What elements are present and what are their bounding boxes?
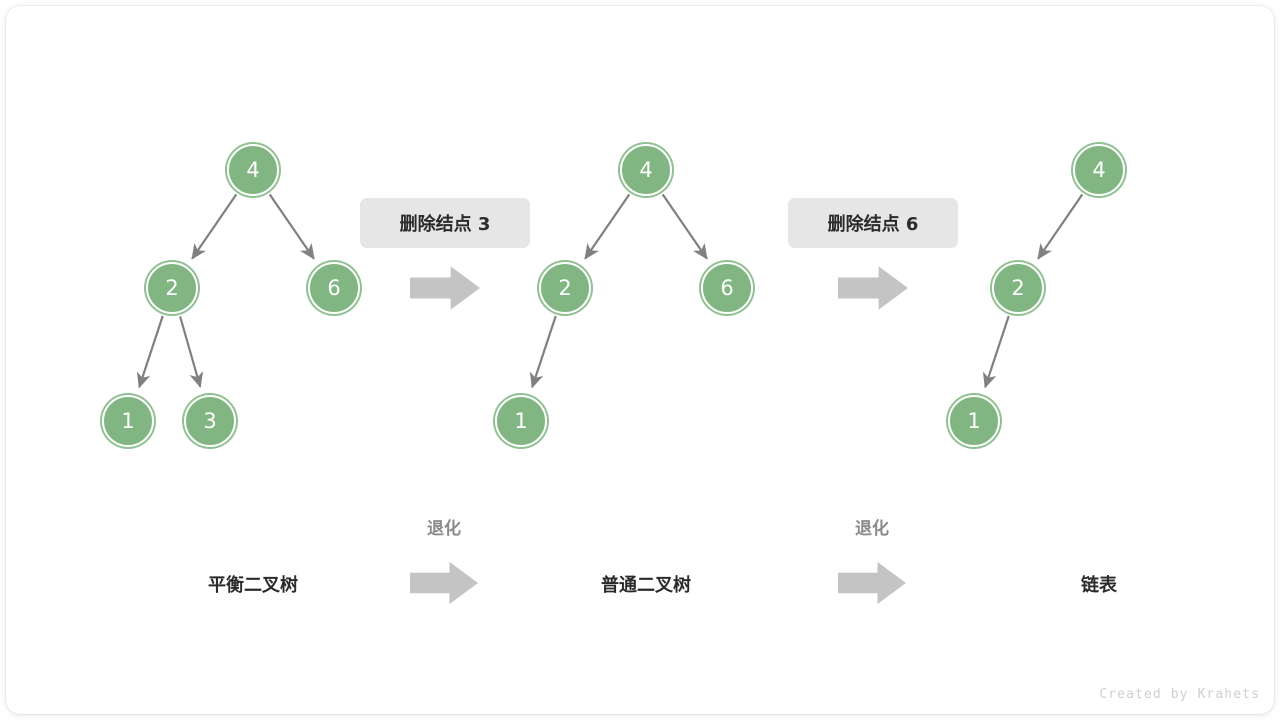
caption-linkedlist: 链表 [1081, 575, 1117, 596]
tree-edge [661, 193, 708, 260]
caption-balanced: 平衡二叉树 [208, 575, 298, 596]
transition-arrow-degenerate-2 [838, 559, 906, 607]
tree-node: 2 [539, 262, 591, 314]
transition-label-degenerate-1: 退化 [427, 519, 461, 539]
operation-label-delete-node-3: 删除结点 3 [360, 198, 530, 248]
operation-arrow-delete-node-3 [410, 262, 480, 314]
tree-node: 6 [701, 262, 753, 314]
tree-node: 1 [495, 395, 547, 447]
tree-edge [191, 193, 238, 260]
tree-node: 1 [948, 395, 1000, 447]
tree-edge [529, 315, 557, 389]
operation-label-delete-node-6: 删除结点 6 [788, 198, 958, 248]
tree-edge [584, 193, 631, 260]
tree-node: 4 [227, 144, 279, 196]
tree-node: 3 [184, 395, 236, 447]
tree-edge [136, 315, 164, 389]
tree-node: 6 [308, 262, 360, 314]
transition-label-degenerate-2: 退化 [855, 519, 889, 539]
caption-ordinary: 普通二叉树 [601, 575, 691, 596]
tree-edge [268, 193, 315, 260]
transition-arrow-degenerate-1 [410, 559, 478, 607]
watermark: Created by Krahets [1099, 687, 1260, 702]
tree-edge [982, 315, 1010, 389]
operation-arrow-delete-node-6 [838, 262, 908, 314]
tree-edge [1037, 193, 1084, 260]
tree-node: 1 [102, 395, 154, 447]
tree-node: 2 [146, 262, 198, 314]
tree-node: 4 [620, 144, 672, 196]
tree-edges-layer [136, 193, 1084, 389]
tree-node: 2 [992, 262, 1044, 314]
tree-edge [179, 316, 204, 388]
tree-node: 4 [1073, 144, 1125, 196]
